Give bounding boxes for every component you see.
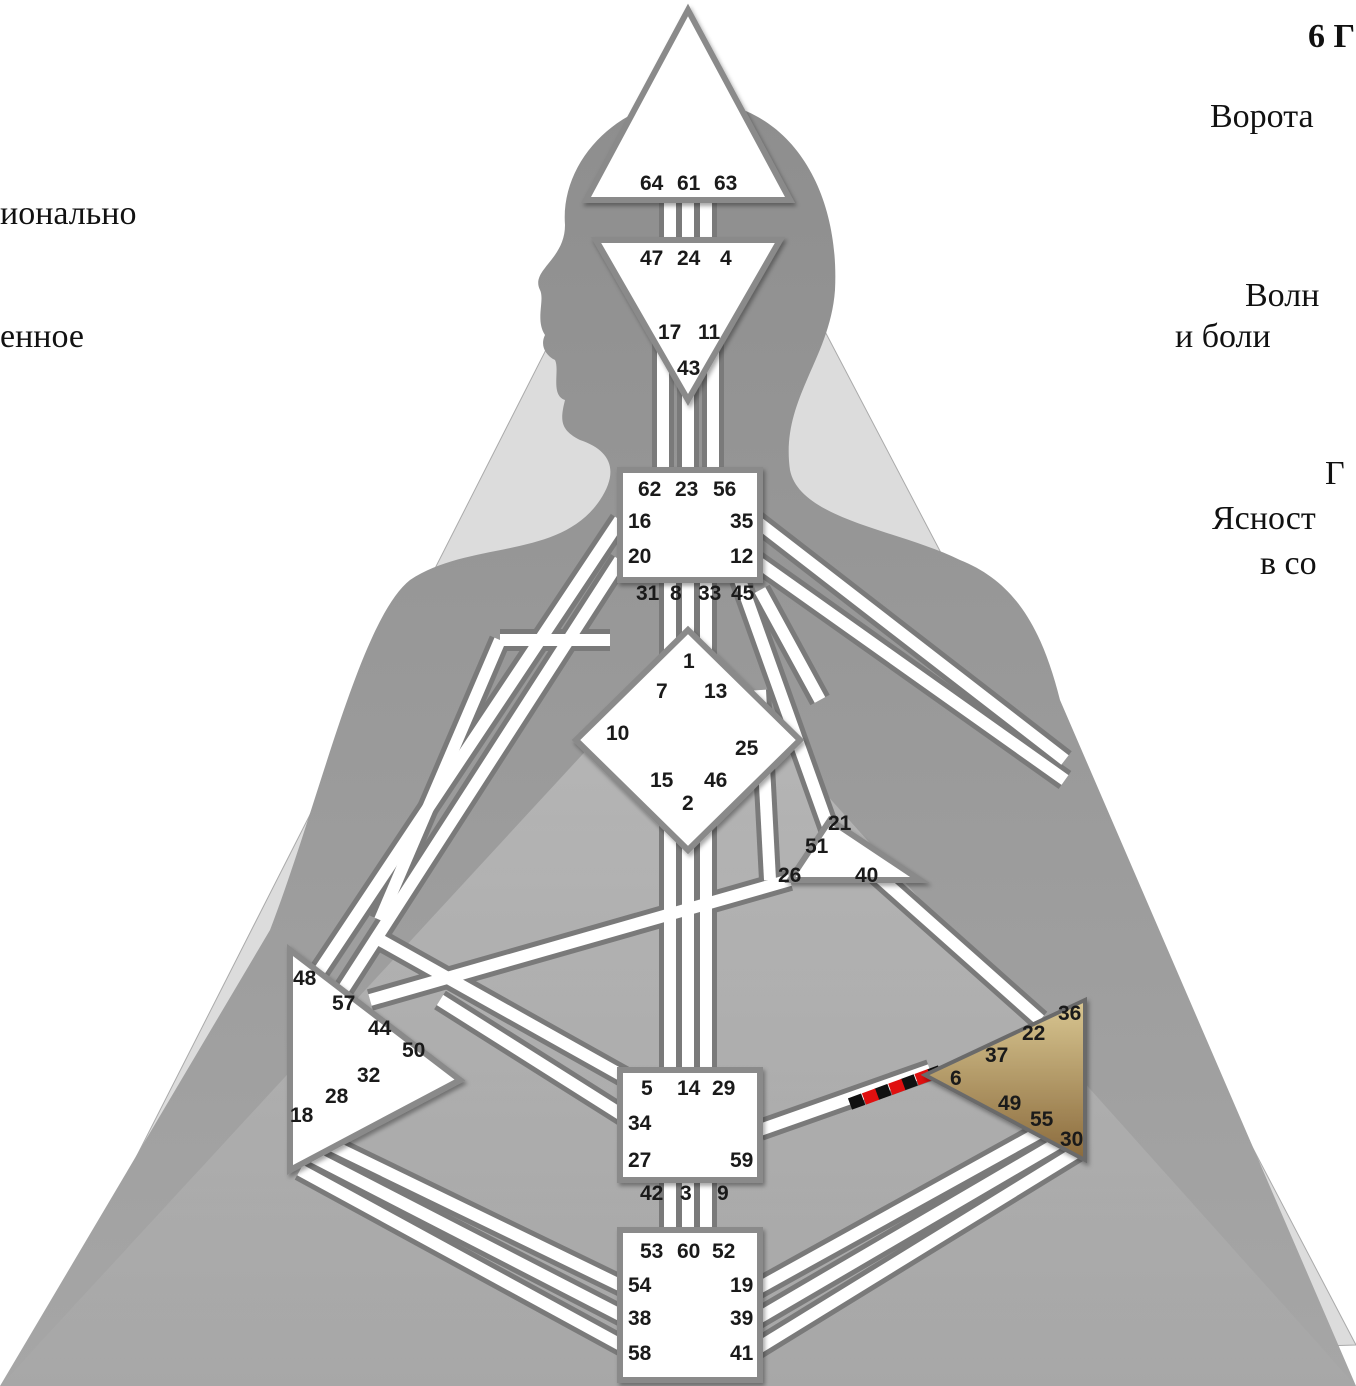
gate-label: 8 [670,582,682,605]
gate-label: 42 [640,1182,663,1205]
gate-label: 62 [638,478,661,501]
heart-center [784,815,930,883]
gate-label: 46 [704,769,727,792]
gate-label: 14 [677,1077,701,1100]
gate-labels: 64 61 63 47 24 4 17 11 43 62 23 56 16 35… [290,172,1083,1365]
gate-label: 49 [998,1092,1021,1115]
left-text-line-1: ионально [0,195,137,232]
throat-center [617,467,763,583]
gate-label: 23 [675,478,698,501]
right-text-line-6: в со [1260,545,1317,582]
gate-label: 32 [357,1064,380,1087]
gate-label: 29 [712,1077,735,1100]
gate-label: 13 [704,680,727,703]
gate-label: 26 [778,864,801,887]
gate-label: 17 [658,321,681,344]
gate-label: 43 [677,357,700,380]
right-heading: 6 Г [1308,18,1356,55]
gate-label: 51 [805,835,829,858]
gate-label: 55 [1030,1108,1054,1131]
solar-plexus-center [920,996,1087,1164]
gate-label: 35 [730,510,754,533]
gate-label: 59 [730,1149,753,1172]
left-text-line-2: енное [0,318,84,355]
gate-label: 38 [628,1307,652,1330]
gate-label: 16 [628,510,651,533]
gate-label: 1 [683,650,695,673]
gate-label: 18 [290,1104,314,1127]
gate-label: 45 [731,582,755,605]
right-text-line-3: и боли [1175,318,1271,355]
gate-label: 6 [950,1067,962,1090]
g-center [571,625,805,855]
right-text-line-2: Волн [1245,277,1320,314]
gate-label: 61 [677,172,701,195]
gate-label: 7 [656,680,668,703]
gate-label: 44 [368,1017,392,1040]
gate-label: 11 [698,321,721,344]
root-center [617,1227,763,1383]
spleen-center [287,943,466,1175]
gate-label: 40 [855,864,878,887]
gate-label: 50 [402,1039,425,1062]
gate-label: 25 [735,737,759,760]
right-text-line-1: Ворота [1210,98,1314,135]
gate-label: 21 [828,812,852,835]
gate-label: 41 [730,1342,754,1365]
gate-label: 53 [640,1240,663,1263]
gate-label: 39 [730,1307,753,1330]
gate-label: 15 [650,769,674,792]
gate-label: 60 [677,1240,700,1263]
gate-label: 9 [717,1182,729,1205]
gate-label: 31 [636,582,660,605]
gate-label: 33 [698,582,721,605]
right-text-line-5: Ясност [1212,500,1316,537]
gate-label: 5 [641,1077,653,1100]
gate-label: 34 [628,1112,652,1135]
gate-label: 10 [606,722,629,745]
gate-label: 28 [325,1085,349,1108]
head-center [580,3,796,203]
ajna-center [590,237,786,407]
gate-label: 2 [682,792,694,815]
gate-label: 54 [628,1274,652,1297]
gate-label: 63 [714,172,737,195]
gate-label: 30 [1060,1128,1083,1151]
gate-label: 56 [713,478,736,501]
sacral-center [617,1067,763,1183]
gate-label: 57 [332,992,355,1015]
gate-label: 19 [730,1274,753,1297]
gate-label: 47 [640,247,663,270]
gate-label: 3 [680,1182,692,1205]
gate-label: 37 [985,1044,1008,1067]
gate-label: 22 [1022,1022,1045,1045]
gate-label: 48 [293,967,317,990]
gate-label: 64 [640,172,664,195]
gate-label: 20 [628,545,651,568]
gate-label: 27 [628,1149,651,1172]
centers [287,3,1087,1383]
gate-label: 24 [677,247,701,270]
gate-label: 36 [1058,1002,1081,1025]
gate-label: 58 [628,1342,652,1365]
right-text-line-4: Г [1325,455,1345,492]
gate-label: 12 [730,545,753,568]
gate-label: 52 [712,1240,735,1263]
gate-label: 4 [720,247,732,270]
